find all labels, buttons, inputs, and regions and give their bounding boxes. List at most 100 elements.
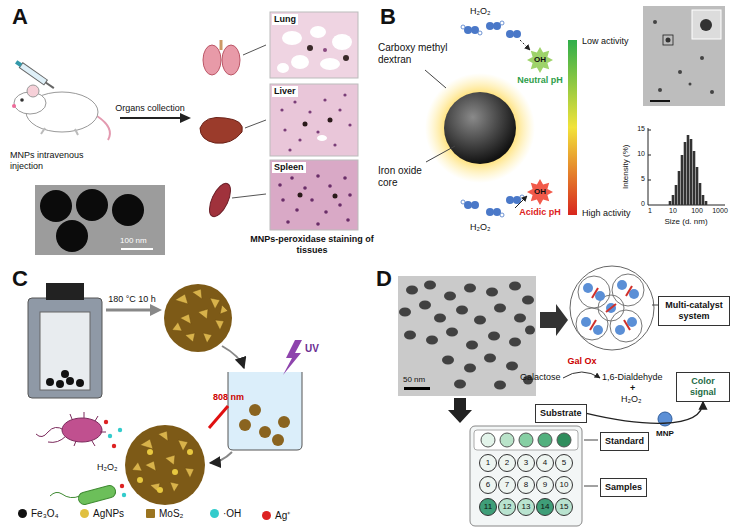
sample-well: 5 (555, 454, 573, 472)
caption-text: MNPs-peroxidase staining of tissues (247, 234, 377, 256)
legend-text: Fe₃O₄ (31, 508, 59, 519)
process-arrow (120, 113, 191, 123)
sample-well: 6 (479, 476, 497, 494)
node-text: 10 (560, 481, 569, 489)
node-text: Color signal (681, 376, 725, 398)
scale-label: Low activity (582, 36, 629, 47)
node-text: Samples (605, 482, 642, 493)
sample-well: 14 (536, 498, 554, 516)
organs (200, 40, 266, 220)
node-text: 2 (505, 459, 509, 467)
legend-swatch (18, 509, 27, 518)
panel-letter: C (12, 266, 28, 292)
sample-well: 8 (517, 476, 535, 494)
node-text: Multi-catalyst system (663, 300, 725, 322)
part-label: Carboxy methyl dextran (378, 42, 453, 66)
chemical-label: H₂O₂ (97, 462, 118, 473)
step-label: MNPs intravenous injection (10, 150, 105, 172)
legend-swatch (210, 509, 219, 518)
node-text: Substrate (540, 408, 582, 419)
scale-label: High activity (582, 208, 631, 219)
chemical-label: 1,6-Dialdehyde (602, 372, 663, 383)
sample-well: 3 (517, 454, 535, 472)
tick-label: 100 (691, 207, 703, 215)
label-box: Multi-catalyst system (658, 296, 730, 326)
part-label: Iron oxide core (378, 165, 438, 189)
node-text: Standard (605, 436, 644, 447)
sample-well: 9 (536, 476, 554, 494)
legend-item: Ag⁺ (262, 508, 290, 522)
condition-label: Acidic pH (519, 207, 561, 218)
node-text: 9 (543, 481, 547, 489)
tick-label: 10 (637, 150, 645, 158)
sample-well: 1 (479, 454, 497, 472)
size-histogram (648, 128, 725, 205)
node-text: 7 (505, 481, 509, 489)
legend-text: AgNPs (93, 508, 124, 519)
nanoparticle-scheme (425, 21, 577, 217)
tick-label: 0 (641, 200, 645, 208)
node-text: 4 (543, 459, 547, 467)
legend-item: MoS₂ (146, 508, 183, 519)
sample-well: 13 (517, 498, 535, 516)
step-label: Organs collection (115, 103, 185, 114)
organ-label: Lung (272, 14, 298, 25)
label-box: Color signal (676, 372, 730, 402)
node-text: 14 (541, 503, 550, 511)
enzyme-label: Gal Ox (567, 356, 596, 367)
chemical-label: H₂O₂ (470, 222, 491, 233)
scale-label: 50 nm (403, 375, 425, 385)
tem-image (35, 185, 165, 255)
organ-label: Spleen (272, 162, 306, 173)
organ-label: Liver (272, 86, 298, 97)
sample-well: 4 (536, 454, 554, 472)
tick-label: 15 (637, 125, 645, 133)
legend-swatch (146, 509, 155, 518)
tick-label: 1000 (712, 207, 728, 215)
bacteria (36, 412, 126, 506)
node-text: 11 (484, 503, 492, 511)
sample-well: 11 (479, 498, 497, 516)
legend-item: AgNPs (80, 508, 124, 519)
legend-text: MoS₂ (159, 508, 183, 519)
sample-well: 7 (498, 476, 516, 494)
mouse-injection (12, 59, 110, 140)
condition-label: 180 °C 10 h (108, 294, 156, 305)
tissue-images (270, 12, 358, 230)
tick-label: 10 (669, 207, 677, 215)
chemical-label: H₂O₂ (470, 6, 491, 17)
panel-letter: A (12, 4, 28, 30)
node-text: 8 (524, 481, 528, 489)
legend-text: ·OH (223, 508, 241, 519)
scale-label: 100 nm (120, 236, 147, 246)
label-box: Samples (600, 478, 647, 497)
radical-label: OH (534, 55, 546, 65)
synthesis-scheme (28, 283, 302, 506)
chemical-label: Galactose (520, 372, 561, 383)
sample-well: 15 (555, 498, 573, 516)
assay-scheme (398, 266, 672, 526)
node-text: 5 (562, 459, 566, 467)
legend-item: ·OH (210, 508, 241, 519)
node-text: 13 (522, 503, 531, 511)
axis-title: Intensity (%) (621, 145, 631, 189)
node-text: 1 (486, 459, 490, 467)
legend-swatch (80, 509, 89, 518)
label-box: Substrate (535, 404, 587, 423)
chemical-label: H₂O₂ (621, 394, 642, 405)
reaction-arrow (587, 402, 703, 424)
condition-label: 808 nm (213, 392, 244, 403)
radical-label: OH (534, 187, 546, 197)
condition-label: Neutral pH (517, 75, 563, 86)
tick-label: 1 (648, 207, 652, 215)
axis-title: Size (d. nm) (664, 217, 707, 227)
condition-label: UV (305, 343, 319, 355)
panel-letter: D (376, 266, 392, 292)
sample-well: 10 (555, 476, 573, 494)
sample-well: 2 (498, 454, 516, 472)
node-text: 3 (524, 459, 528, 467)
panel-letter: B (380, 4, 396, 30)
operator-label: + (630, 383, 635, 394)
node-text: 15 (560, 503, 569, 511)
